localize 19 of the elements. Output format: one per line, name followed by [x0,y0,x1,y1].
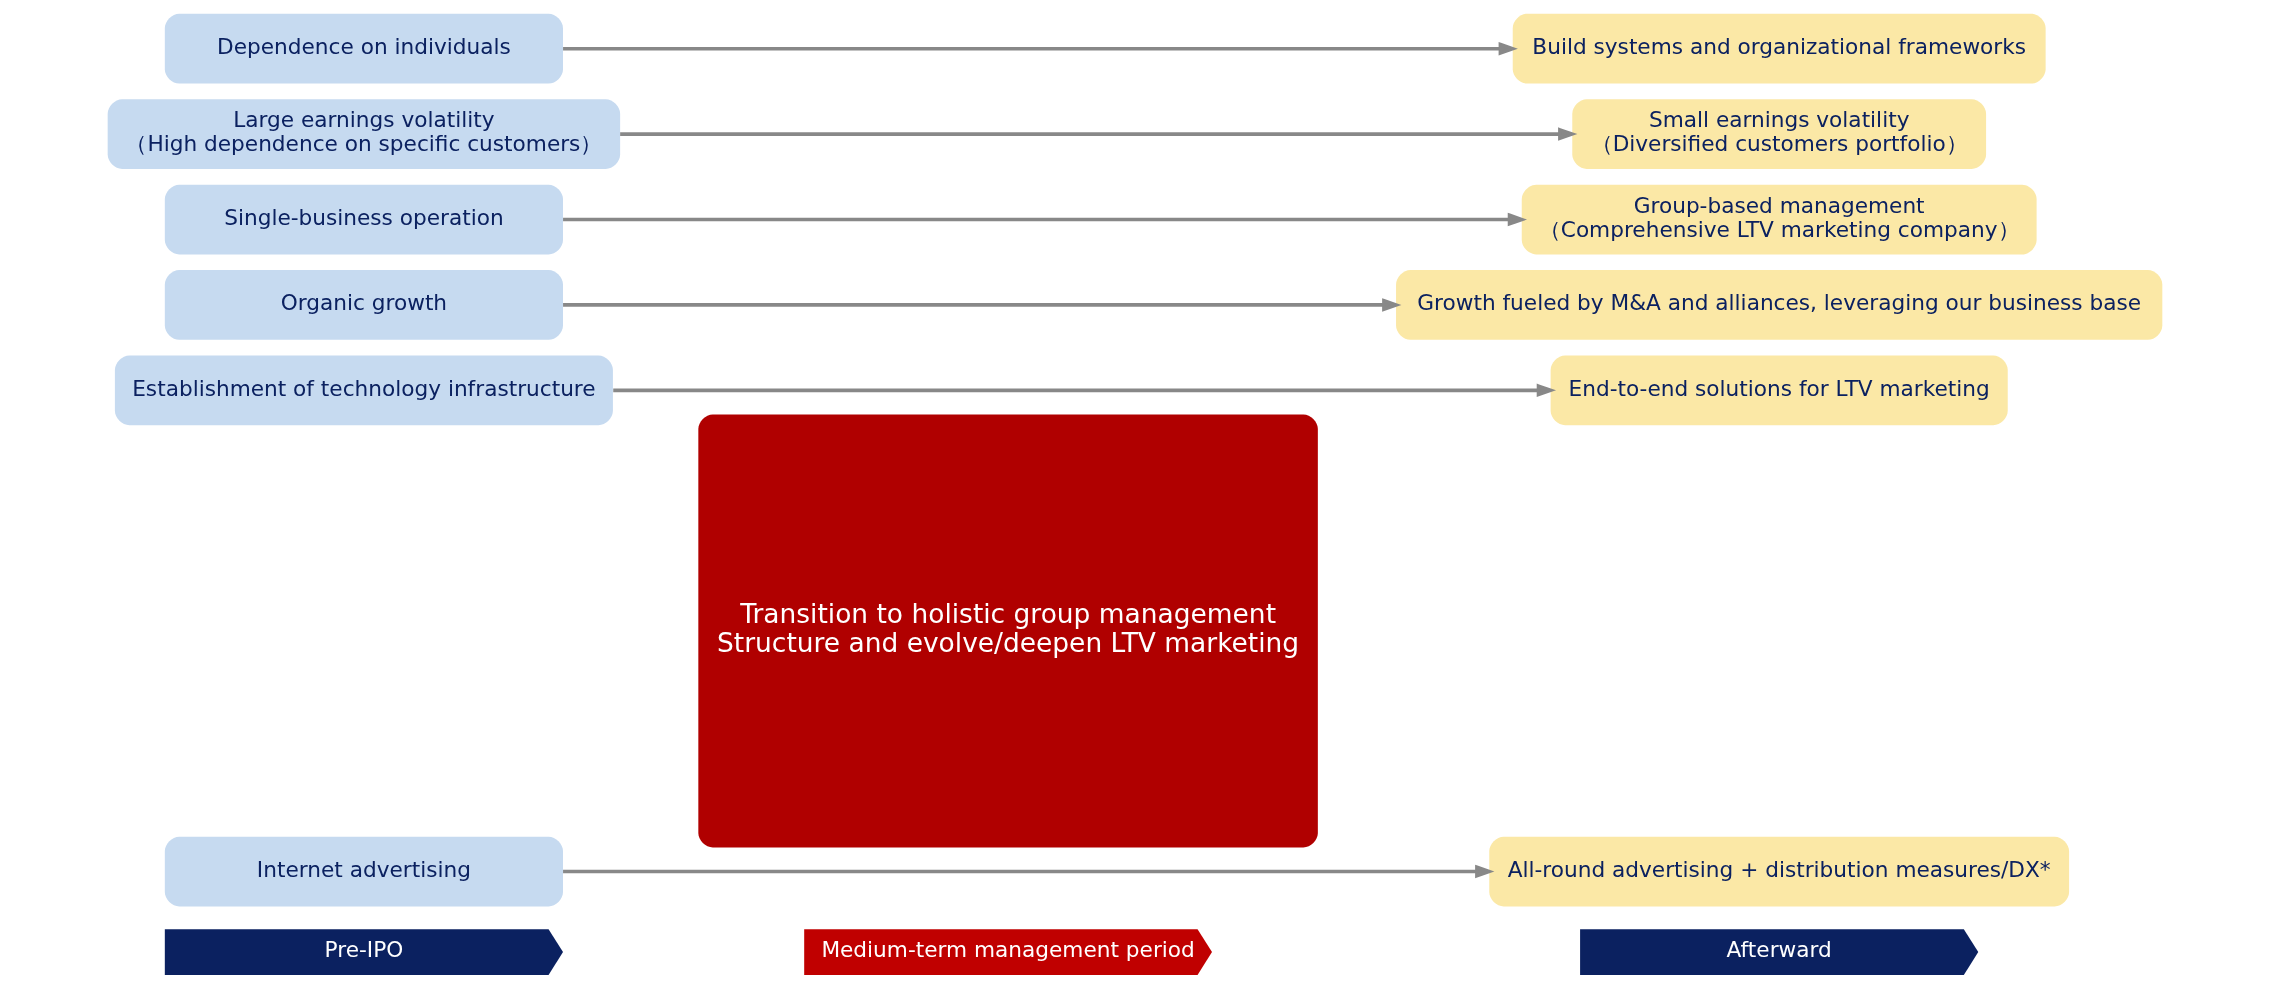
node-box: Group-based management （Comprehensive LTV marketing company） [1521,184,2037,254]
arrow [563,41,1518,55]
arrow [613,383,1556,397]
node-box: Single-business operation [164,184,563,254]
arrow [563,212,1528,226]
arrow [563,864,1495,878]
arrow [620,126,1578,141]
node-box: Build systems and organizational frameworks [1512,13,2046,84]
node-box: End-to-end solutions for LTV marketing [1550,354,2008,425]
node-box: Establishment of technology infrastructure [114,354,613,425]
arrow [563,297,1402,312]
node-box: Dependence on individuals [164,13,563,84]
node-box: All-round advertising + distribution measures/DX* [1489,836,2070,906]
node-box: Internet advertising [164,836,563,906]
node-box: Organic growth [164,269,563,340]
node-box: Small earnings volatility （Diversified customers portfolio） [1572,98,1987,169]
node-box: Large earnings volatility （High dependence on specific customers） [107,98,621,169]
node-box: Growth fueled by M&A and alliances, leveraging our business base [1396,269,2163,340]
node-box: Transition to holistic group management Structure and evolve/deepen LTV marketing [698,413,1318,847]
